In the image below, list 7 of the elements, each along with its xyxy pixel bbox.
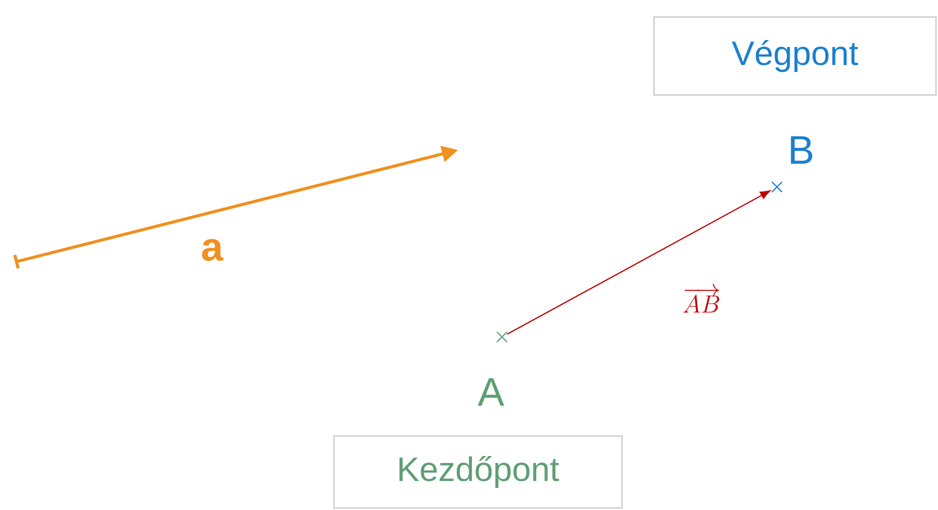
label-box: Kezdőpont [333,435,623,509]
edge-label: $\overrightarrow{AB}$ [683,284,720,313]
point-label: B [790,136,812,164]
point-label: A [478,378,504,406]
arrow [506,190,770,335]
vector-name: a [202,239,224,261]
label-box: Végpont [653,16,937,96]
